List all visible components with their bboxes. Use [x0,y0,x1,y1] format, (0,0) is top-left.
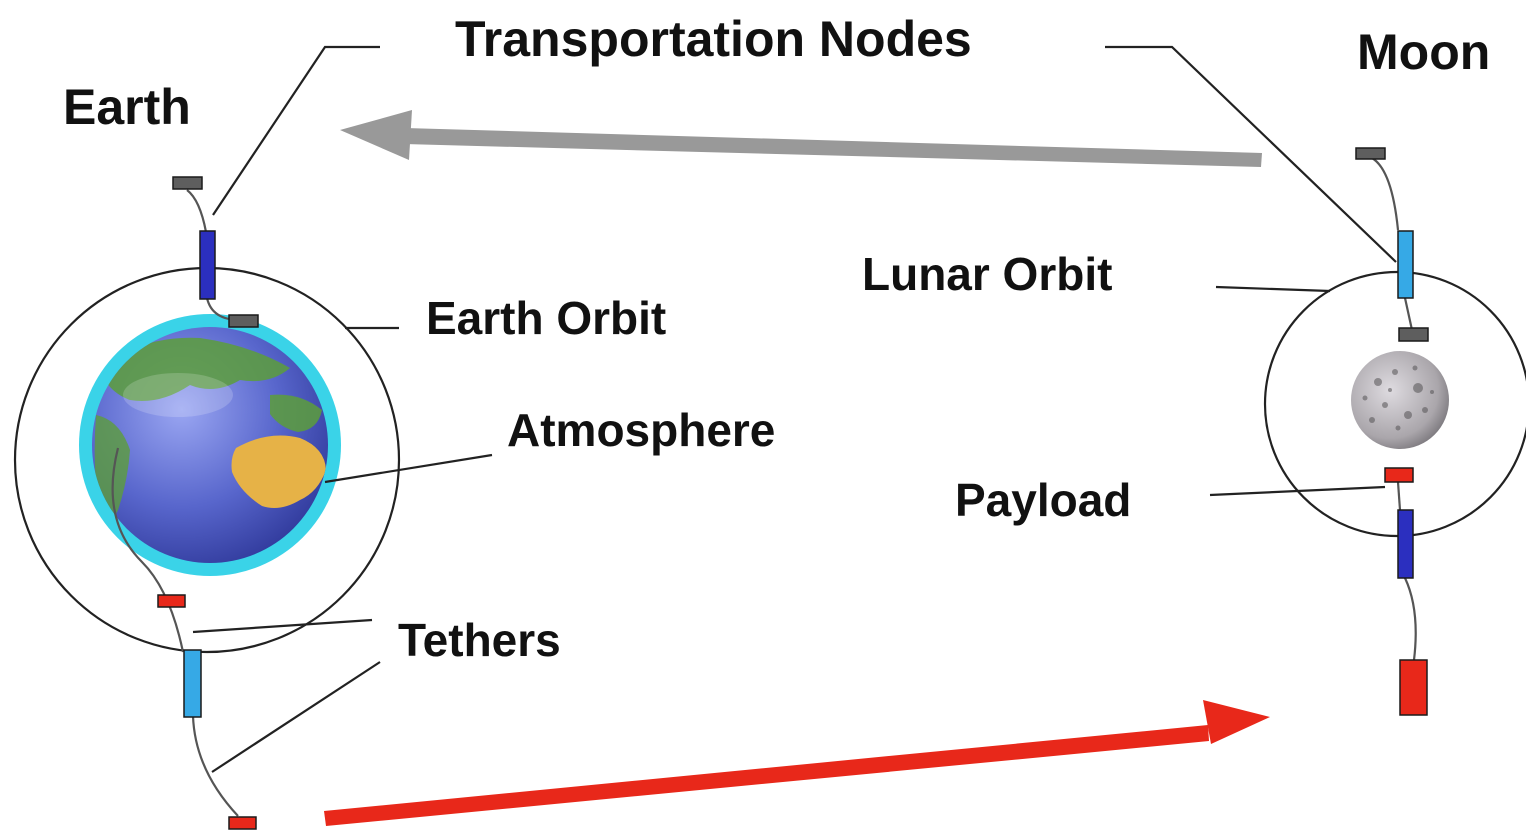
earth-lower-transport-node [183,649,202,718]
earth-orbit-label: Earth Orbit [426,292,666,344]
earth-label: Earth [63,79,191,135]
return-arrow [340,110,1262,167]
payload-leader [1209,485,1386,497]
earth-globe [79,314,341,576]
earth-landmass-north [100,337,290,401]
earth-long-tether [111,447,185,653]
lunar-upper-counterweight [1355,147,1386,160]
lunar-orbit-label: Lunar Orbit [862,248,1112,300]
transportation-nodes-label: Transportation Nodes [455,11,972,67]
outbound-arrow-head [1203,700,1270,744]
lunar-counterweight [1398,327,1429,342]
payload-label: Payload [955,474,1131,526]
outbound-arrow-shaft [324,725,1209,826]
return-arrow-shaft [404,128,1262,167]
tethers-leader-upper [192,618,373,634]
earth-payload-lower [228,816,257,830]
earth-upper-transport-node [199,230,216,300]
lunar-orbit-leader [1215,285,1331,293]
tethers-label: Tethers [398,614,561,666]
lunar-large-payload [1399,659,1428,716]
return-arrow-head [340,110,412,160]
lunar-upper-tether [1371,157,1400,231]
earth-lower-tether [191,715,239,817]
atmosphere-leader [324,453,493,484]
lunar-orbit-ring [1263,270,1526,538]
lunar-payload-link [1396,481,1402,511]
moon-label: Moon [1357,24,1490,80]
lunar-lower-tether [1404,577,1417,661]
moon-disc [1351,351,1449,449]
lunar-upper-transport-node [1397,230,1414,299]
earth-payload-upper [157,594,186,608]
tethers-leader-lower [211,661,381,773]
lunar-payload [1384,467,1414,483]
earth-inner-counterweight [228,314,259,328]
earth-landmass-africa [231,435,326,508]
atmosphere-label: Atmosphere [507,404,775,456]
earth-upper-counterweight [172,176,203,190]
moon-body [1351,351,1449,449]
outbound-arrow [324,700,1270,826]
earth-landmass-europe [270,394,322,432]
lunar-lower-transport-node [1397,509,1414,579]
transport-nodes-leader-left [212,45,380,216]
lunar-node-link [1403,297,1414,331]
transport-nodes-leader-right [1105,45,1397,263]
